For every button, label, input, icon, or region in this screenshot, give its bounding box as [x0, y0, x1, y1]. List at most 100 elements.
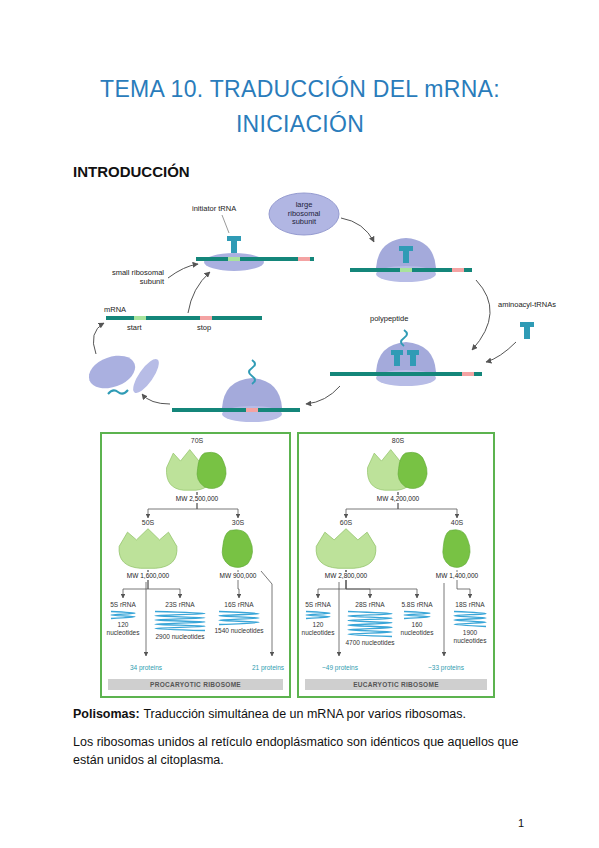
- sedimentation-label: 30S: [232, 518, 244, 527]
- molecular-weight: MW 2,800,000: [324, 572, 368, 580]
- rrna-label: 16S rRNA: [214, 601, 264, 609]
- rrna-label: 160 nucleotides: [399, 621, 435, 637]
- trna-icon: [227, 236, 241, 253]
- polypeptide-chain: [401, 330, 407, 346]
- rrna-coil: 18S rRNA1900 nucleotides: [449, 598, 491, 645]
- rrna-coil-path: [155, 612, 205, 631]
- ribosome-outline: [218, 527, 258, 570]
- trna-icon: [399, 246, 413, 263]
- cycle-arrow: [472, 280, 490, 350]
- figure-label: mRNA: [104, 305, 126, 314]
- body-text: Los ribosomas unidos al retículo endoplá…: [73, 733, 541, 769]
- molecular-weight: MW 1,400,000: [435, 572, 479, 580]
- rrna-coil-drawing: [402, 610, 432, 620]
- polypeptide-chain: [108, 390, 128, 394]
- panel-band: EUCARYOTIC RIBOSOME: [305, 679, 487, 690]
- rrna-coil-path: [348, 612, 392, 637]
- sedimentation-label: 80S: [392, 436, 404, 445]
- stop-codon: [452, 268, 464, 272]
- rrna-coil: 28S rRNA 4700 nucleotides: [343, 598, 397, 647]
- ribosome-shape: 70S: [164, 436, 230, 492]
- ribosome-shape: 60S: [313, 518, 379, 570]
- rrna-coil-path: [306, 612, 330, 619]
- cycle-arrow: [188, 272, 210, 313]
- molecular-weight: MW 1,600,000: [126, 572, 170, 580]
- page-number: 1: [518, 817, 524, 830]
- paragraph: Polisomas:Traducción simultánea de un mR…: [73, 705, 541, 723]
- ribosome-outline: [313, 527, 379, 570]
- figure-label: stop: [197, 323, 211, 332]
- rrna-coil: 5.8S rRNA 160 nucleotides: [399, 598, 435, 637]
- ribosome-outline: [116, 527, 180, 570]
- cycle-arrow: [306, 386, 340, 404]
- body-text: Traducción simultánea de un mRNA por var…: [143, 707, 466, 721]
- sedimentation-label: 60S: [340, 518, 352, 527]
- ribosome-outline: [365, 445, 431, 492]
- rrna-coil-drawing: [452, 610, 488, 628]
- small-subunit: [204, 253, 264, 271]
- protein-count: 21 proteins: [251, 664, 285, 672]
- rrna-coil: 23S rRNA 2900 nucleotides: [150, 598, 210, 641]
- molecular-weight: MW 2,500,000: [175, 495, 219, 503]
- small-subunit-shape: [398, 452, 427, 488]
- page-title: TEMA 10. TRADUCCIÓN DEL mRNA: INICIACIÓN: [70, 72, 530, 142]
- rrna-label: 23S rRNA: [150, 601, 210, 609]
- sedimentation-label: 70S: [191, 436, 203, 445]
- ribosome-outline: [164, 445, 230, 492]
- protein-count: 34 proteins: [129, 664, 163, 672]
- small-subunit-shape: [197, 452, 226, 488]
- ribosome-panel: PROCARYOTIC RIBOSOME 70S 50S 30S 5S rRNA 120 …: [100, 432, 291, 698]
- rrna-coil: 5S rRNA 120 nucleotides: [106, 598, 140, 637]
- rrna-coil-path: [111, 612, 135, 619]
- rrna-label: 5.8S rRNA: [399, 601, 435, 609]
- ribosome-shape: 30S: [218, 518, 258, 570]
- rrna-coil-path: [404, 612, 430, 619]
- stop-codon: [298, 257, 310, 261]
- molecular-weight: MW 900,000: [219, 572, 258, 580]
- rrna-label: 120 nucleotides: [106, 621, 140, 637]
- panel-band: PROCARYOTIC RIBOSOME: [108, 679, 283, 690]
- small-subunit-shape: [443, 530, 470, 568]
- protein-arrow: [146, 582, 147, 656]
- rrna-label: 120 nucleotides: [301, 621, 335, 637]
- cycle-arrow: [341, 218, 374, 242]
- ribosome-shape: 40S: [439, 518, 475, 570]
- mrna-strand: [196, 257, 314, 261]
- rrna-label: 1900 nucleotides: [449, 629, 491, 645]
- large-subunit: [376, 342, 436, 372]
- protein-count: ~33 proteins: [427, 664, 465, 672]
- polypeptide-chain: [249, 360, 255, 384]
- ribosome-shape: 80S: [365, 436, 431, 492]
- rrna-label: 28S rRNA: [343, 601, 397, 609]
- subunit-ellipse: [269, 193, 339, 235]
- sedimentation-label: 50S: [142, 518, 154, 527]
- rrna-coil-drawing: [217, 610, 261, 626]
- start-codon: [228, 257, 240, 261]
- mrna-strand: [106, 316, 262, 320]
- stop-codon: [200, 316, 212, 320]
- ribosome-outline: [439, 527, 475, 570]
- start-codon: [400, 268, 412, 272]
- molecular-weight: MW 4,200,000: [376, 495, 420, 503]
- rrna-coil-path: [219, 612, 259, 625]
- mrna-strand: [172, 408, 300, 412]
- mrna-strand: [350, 268, 472, 272]
- cycle-arrow: [168, 264, 198, 278]
- rrna-coil-drawing: [304, 610, 332, 620]
- rrna-coil-drawing: [346, 610, 394, 638]
- large-subunit: [376, 238, 436, 268]
- ribosomal-subunit: large ribosomal subunit: [268, 192, 340, 236]
- rrna-label: 2900 nucleotides: [150, 633, 210, 641]
- rrna-coil-drawing: [153, 610, 207, 632]
- small-subunit: [129, 356, 163, 397]
- stop-codon: [246, 408, 258, 412]
- mrna-strand: [330, 372, 482, 376]
- rrna-coil-drawing: [109, 610, 137, 620]
- rrna-label: 5S rRNA: [106, 601, 140, 609]
- subunit-inner: large ribosomal subunit: [268, 192, 340, 236]
- rrna-coil-path: [454, 612, 486, 627]
- sedimentation-label: 40S: [451, 518, 463, 527]
- rrna-label: 4700 nucleotides: [343, 639, 397, 647]
- figure-label: initiator tRNA: [192, 204, 236, 213]
- figure-label: start: [127, 323, 142, 332]
